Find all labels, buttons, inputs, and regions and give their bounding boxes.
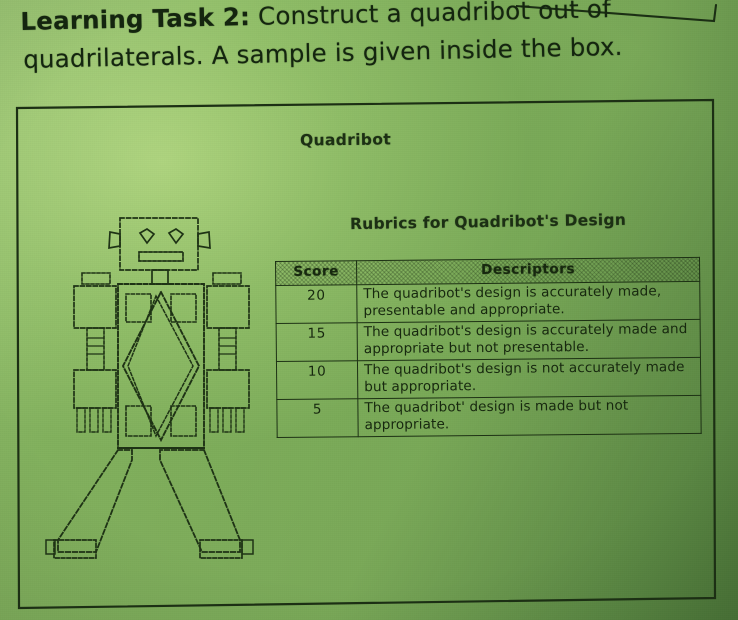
quadribot-drawing	[45, 210, 302, 570]
table-row: 5 The quadribot' design is made but not …	[276, 394, 702, 437]
left-leg	[57, 449, 133, 553]
descriptor-cell: The quadribot's design is accurately mad…	[357, 318, 701, 361]
mouth	[138, 251, 184, 262]
left-elbow-joint	[86, 327, 105, 371]
left-upper-arm	[73, 285, 117, 329]
rubrics-table-container: Score Descriptors 20 The quadribot's des…	[275, 257, 702, 438]
torso-square-bottom-right	[170, 405, 197, 437]
left-fingers	[102, 407, 112, 433]
left-eye	[138, 227, 156, 245]
descriptor-cell: The quadribot' design is made but not ap…	[357, 394, 702, 437]
left-ear	[108, 230, 121, 250]
learning-task-instruction: Learning Task 2: Construct a quadribot o…	[20, 0, 728, 80]
head	[119, 217, 199, 271]
neck	[151, 269, 169, 285]
torso-rhombus	[121, 289, 201, 443]
left-fingers	[76, 407, 86, 433]
right-forearm	[206, 369, 250, 409]
right-fingers	[235, 407, 245, 433]
right-elbow-joint	[218, 327, 237, 371]
rubrics-table: Score Descriptors 20 The quadribot's des…	[275, 257, 702, 438]
instruction-line1-rest: Construct a quadribot out of	[249, 0, 612, 31]
learning-task-label: Learning Task 2:	[20, 1, 251, 36]
left-forearm	[73, 369, 117, 409]
table-row: 10 The quadribot's design is not accurat…	[276, 356, 701, 399]
right-eye	[167, 227, 185, 245]
column-header-descriptors: Descriptors	[356, 257, 700, 285]
descriptor-cell: The quadribot's design is accurately mad…	[356, 280, 701, 323]
torso-rhombus-inner	[127, 294, 194, 438]
left-fingers	[89, 407, 99, 433]
left-foot	[53, 539, 97, 559]
quadribot-figure	[45, 217, 254, 559]
right-fingers	[209, 407, 219, 433]
table-row: 15 The quadribot's design is accurately …	[276, 318, 701, 361]
left-elbow-segments	[87, 337, 104, 355]
right-elbow-segments	[219, 337, 236, 355]
right-foot	[199, 539, 243, 559]
torso-square-bottom-left	[125, 405, 152, 437]
table-row: 20 The quadribot's design is accurately …	[275, 280, 701, 323]
right-upper-arm	[206, 285, 250, 329]
descriptor-cell: The quadribot's design is not accurately…	[357, 356, 701, 399]
right-leg	[159, 449, 241, 553]
right-foot-heel-tab	[241, 539, 254, 555]
torso	[117, 283, 205, 449]
left-shoulder-pad	[81, 272, 111, 285]
right-fingers	[222, 407, 232, 433]
right-shoulder-pad	[212, 272, 242, 285]
quadribot-caption: Quadribot	[299, 130, 392, 150]
right-ear	[197, 230, 211, 250]
